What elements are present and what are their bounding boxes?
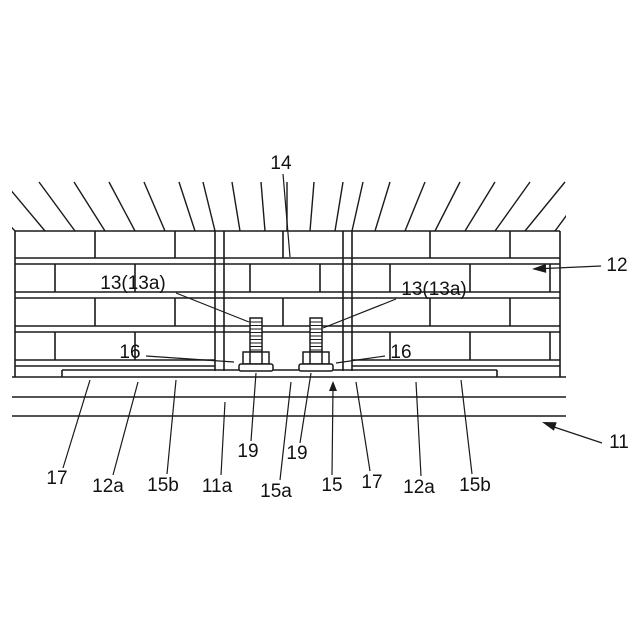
leader-16-left [145,355,235,363]
label-17-right: 17 [361,472,382,493]
leader-16-right [335,355,386,364]
washer-left [238,363,274,372]
arrowhead-12 [532,263,547,273]
bolt-thread-right [310,321,322,351]
arrowhead-11 [542,422,557,431]
label-15b-right: 15b [459,475,491,496]
label-17-left: 17 [46,468,67,489]
label-16-right: 16 [390,342,411,363]
leader-17-right [355,381,371,472]
leader-13-left [175,292,250,323]
label-13-left: 13(13a) [100,273,166,294]
label-15: 15 [321,475,342,496]
leader-14 [282,173,291,258]
leader-15 [331,386,334,476]
center-pillar [214,231,353,371]
leader-12a-left [112,381,139,476]
leader-15b-left [166,379,177,475]
nut-left [242,351,270,365]
base-layers [12,369,566,417]
bolt-thread-left [250,321,262,351]
leader-lines [62,173,603,481]
leader-13-right [322,298,397,329]
label-19-right: 19 [286,443,307,464]
leader-11a [220,401,226,476]
label-14: 14 [270,153,292,174]
arrowhead-15 [329,381,337,391]
label-13-right: 13(13a) [401,279,467,300]
anchor-bolt-left [238,317,274,372]
label-12a-left: 12a [92,476,124,497]
leader-19-left [250,372,257,442]
leader-15a [279,381,292,481]
label-15b-left: 15b [147,475,179,496]
leader-17-left [62,379,91,469]
leader-19-right [299,372,312,444]
label-16-left: 16 [119,342,140,363]
leader-12a-right [415,381,422,477]
leader-15b-right [460,379,473,475]
label-11: 11 [609,432,629,453]
reference-labels: 14 12 13(13a) 13(13a) 16 16 19 19 17 12a… [46,153,628,502]
label-12a-right: 12a [403,477,435,498]
label-11a: 11a [202,476,233,497]
arrowheads [329,263,557,431]
perspective-fan-lines [12,181,566,231]
label-12: 12 [606,255,627,276]
brick-wall [14,230,561,377]
washer-right [298,363,334,372]
leader-11 [547,424,603,444]
label-19-left: 19 [237,441,258,462]
anchor-bolt-right [298,317,334,372]
nut-right [302,351,330,365]
label-15a: 15a [260,481,292,502]
